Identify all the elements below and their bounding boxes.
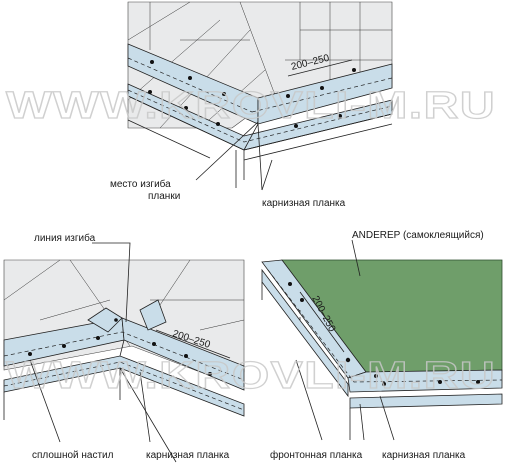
- bottom-right-eaves-strip-label: карнизная планка: [382, 450, 466, 461]
- watermark-bottom: WWW.KROVLI-M.RU: [6, 355, 496, 397]
- top-diagram: 200–250 место изгиба планки карнизная пл…: [110, 1, 393, 209]
- top-eaves-strip-label: карнизная планка: [262, 198, 346, 209]
- bottom-left-eaves-strip-label: карнизная планка: [146, 450, 230, 461]
- bend-line-label: линия изгиба: [34, 232, 96, 244]
- top-bend-place-label-line1: место изгиба: [110, 178, 171, 190]
- underlay-label: ANDEREP (самоклеящийся): [352, 230, 484, 241]
- watermark-top: WWW.KROVLI-M.RU: [6, 85, 496, 127]
- bottom-right-diagram: 200–250 ANDEREP (самоклеящийся) фронтонн…: [261, 230, 503, 461]
- gable-strip-label: фронтонная планка: [270, 449, 363, 461]
- bottom-left-diagram: 200–250 линия изгиба сплошной настил кар…: [3, 232, 245, 463]
- solid-deck-label: сплошной настил: [32, 450, 114, 461]
- top-bend-place-label-line2: планки: [148, 191, 180, 202]
